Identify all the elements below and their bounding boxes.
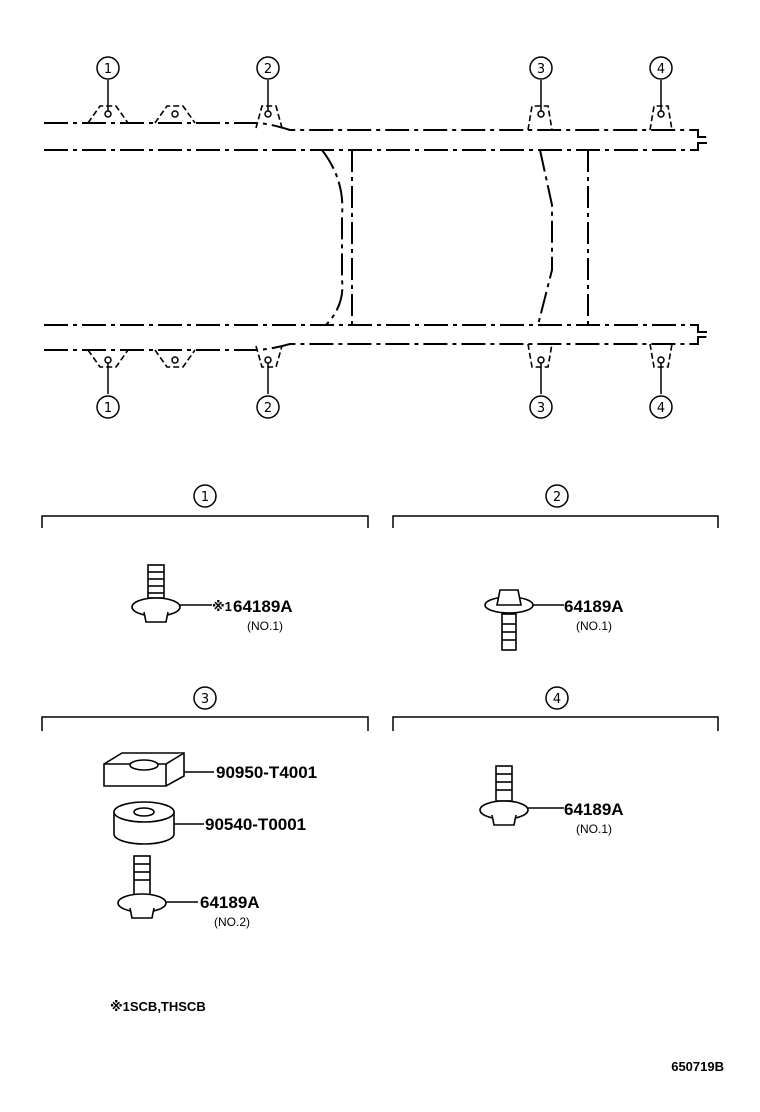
group-4-number: 4	[553, 692, 561, 707]
callout-bottom-4-label: 4	[657, 401, 665, 416]
bracket-top-2	[255, 105, 283, 129]
callout-top-3	[529, 56, 553, 80]
group-3-bolt-part-sub: (NO.2)	[214, 915, 250, 929]
callout-bottom-4	[649, 395, 673, 419]
group-1-prefix: ※1	[212, 599, 232, 614]
group-2-part-sub: (NO.1)	[576, 619, 612, 633]
callout-bottom-1-label: 1	[104, 401, 112, 416]
group-1-part-sub: (NO.1)	[247, 619, 283, 633]
group-1-number: 1	[201, 490, 209, 505]
frame-cross-member-2	[537, 149, 589, 326]
callout-top-1	[96, 56, 120, 80]
bracket-top-3	[527, 105, 553, 131]
bracket-bottom-extra	[154, 349, 196, 368]
bracket-top-extra	[154, 105, 196, 124]
group-2-part-number: 64189A	[564, 597, 624, 616]
bracket-bottom-2	[255, 345, 283, 368]
callout-top-4-label: 4	[657, 62, 665, 77]
callout-top-3-label: 3	[537, 62, 545, 77]
group-1-part-number: 64189A	[233, 597, 293, 616]
group-2-bracket	[392, 515, 719, 528]
group-1-bracket	[41, 515, 369, 528]
footnote: ※1SCB,THSCB	[110, 999, 206, 1014]
group-4-stud-bolt-icon	[479, 765, 564, 826]
diagram-code: 650719B	[671, 1059, 724, 1074]
bracket-bottom-3	[527, 343, 553, 368]
group-1-stud-bolt-icon	[131, 564, 212, 623]
group-2-hex-bolt-icon	[484, 589, 564, 651]
callout-top-2	[256, 56, 280, 80]
callout-top-4	[649, 56, 673, 80]
frame-bottom-rail	[44, 324, 710, 351]
group-3-bracket	[41, 716, 369, 731]
callout-bottom-2-label: 2	[264, 401, 272, 416]
callout-bottom-3	[529, 395, 553, 419]
group-4-part-sub: (NO.1)	[576, 822, 612, 836]
callout-bottom-1	[96, 395, 120, 419]
group-3-stud-bolt-icon	[117, 855, 198, 919]
group-3-square-washer-icon	[103, 752, 214, 787]
frame-top-rail	[44, 122, 710, 151]
group-2-number: 2	[553, 490, 561, 505]
callout-bottom-2	[256, 395, 280, 419]
group-3-spacer-icon	[113, 801, 204, 845]
group-3-number: 3	[201, 692, 209, 707]
callout-bottom-3-label: 3	[537, 401, 545, 416]
group-3-washer-part-number: 90950-T4001	[216, 763, 317, 782]
group-3-bolt-part-number: 64189A	[200, 893, 260, 912]
group-4-bracket	[392, 716, 719, 731]
callout-top-1-label: 1	[104, 62, 112, 77]
group-3-spacer-part-number: 90540-T0001	[205, 815, 306, 834]
frame-cross-member-1	[321, 149, 353, 326]
callout-top-2-label: 2	[264, 62, 272, 77]
group-4-part-number: 64189A	[564, 800, 624, 819]
